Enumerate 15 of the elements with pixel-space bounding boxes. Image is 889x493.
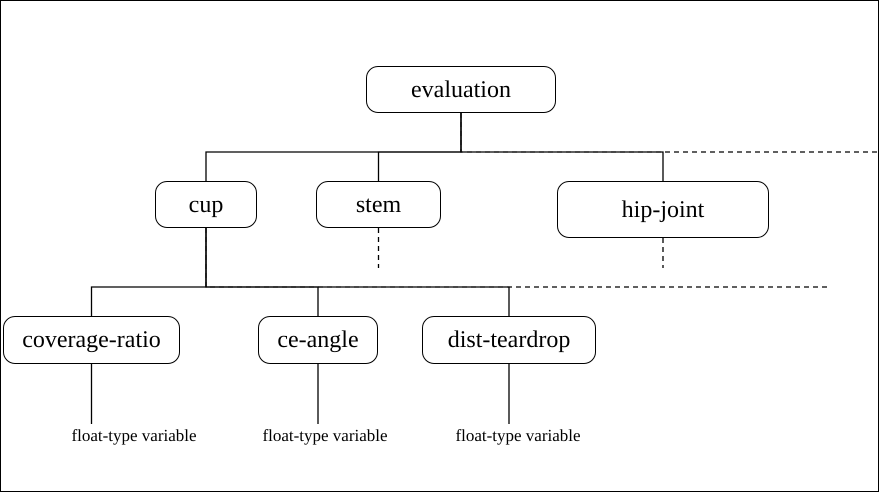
dashed-connector-line xyxy=(662,238,664,268)
node-box: coverage-ratio xyxy=(3,316,180,364)
node-text: float-type variable xyxy=(44,424,224,448)
connector-line xyxy=(90,364,92,424)
node-text: float-type variable xyxy=(235,424,415,448)
connector-line xyxy=(508,364,510,424)
connector-line xyxy=(317,364,319,424)
node-box: dist-teardrop xyxy=(422,316,596,364)
node-text: float-type variable xyxy=(428,424,608,448)
node-box: cup xyxy=(155,181,257,228)
node-box: hip-joint xyxy=(557,181,769,238)
node-box: evaluation xyxy=(366,66,556,113)
node-box: ce-angle xyxy=(258,316,378,364)
dashed-connector-line xyxy=(378,228,380,268)
node-box: stem xyxy=(316,181,441,228)
